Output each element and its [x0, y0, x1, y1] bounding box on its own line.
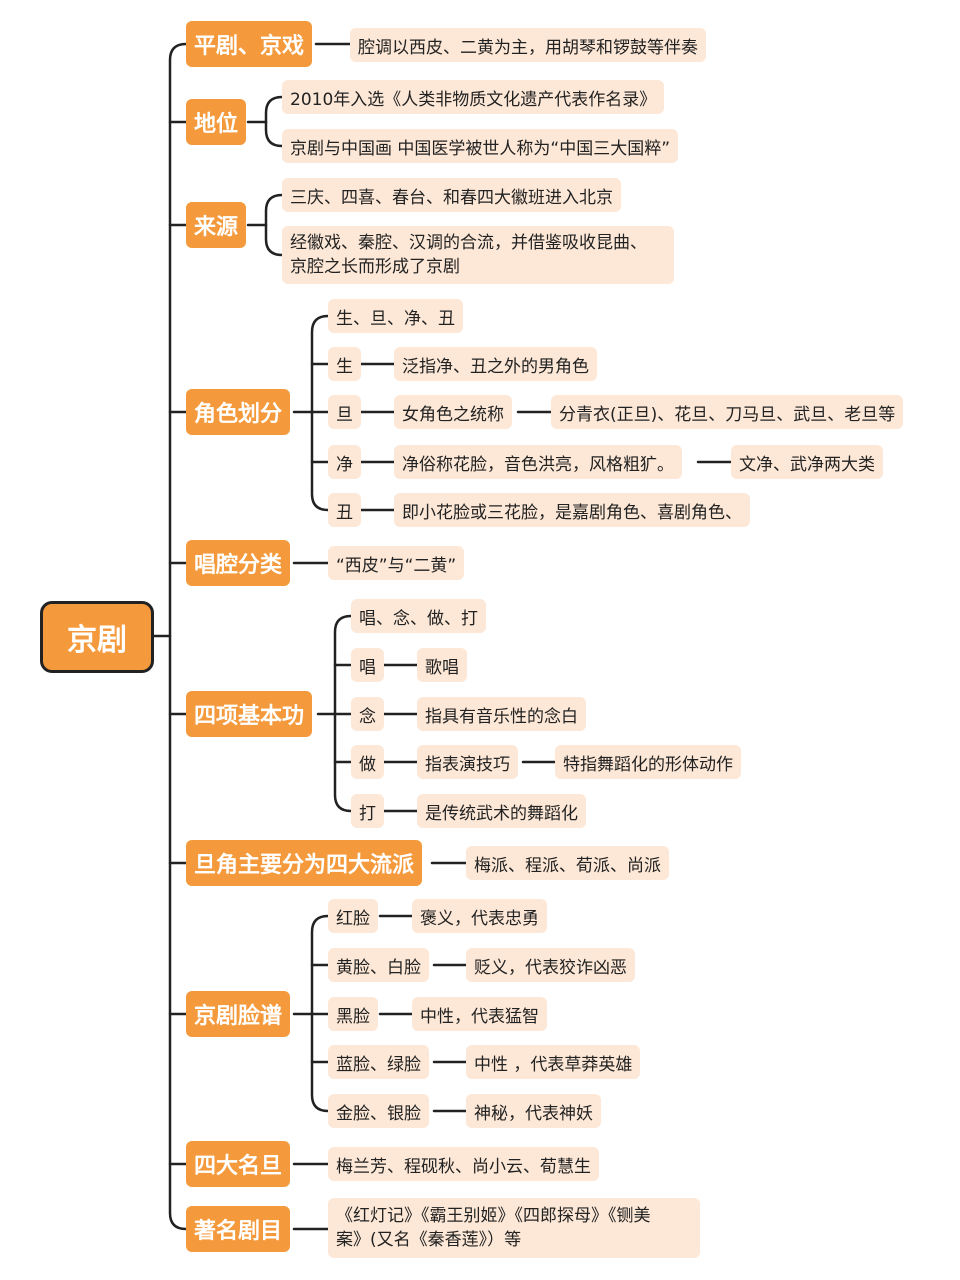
leaf-role-chou: 丑 [328, 493, 361, 527]
leaf-famous-plays: 《红灯记》《霸王别姬》《四郎探母》《铡美 案》(又名《秦香莲》）等 [328, 1198, 700, 1258]
leaf-face-red-desc: 褒义，代表忠勇 [412, 899, 547, 933]
leaf-skill-nian-desc: 指具有音乐性的念白 [417, 697, 586, 731]
leaf-origin-formation-line1: 经徽戏、秦腔、汉调的合流，并借鉴吸收昆曲、 [290, 233, 647, 253]
leaf-skills-all: 唱、念、做、打 [351, 599, 486, 633]
leaf-role-dan-desc: 女角色之统称 [394, 395, 512, 429]
leaf-face-blue-green-desc: 中性 ，代表草莽英雄 [466, 1045, 641, 1079]
leaf-role-jing-types: 文净、武净两大类 [731, 445, 883, 479]
category-four-dan: 四大名旦 [186, 1141, 291, 1187]
leaf-skill-zuo-desc: 指表演技巧 [417, 745, 518, 779]
leaf-skill-da-desc: 是传统武术的舞蹈化 [417, 794, 586, 828]
leaf-famous-plays-line2: 案》(又名《秦香莲》）等 [336, 1230, 522, 1250]
category-famous-plays: 著名剧目 [186, 1206, 291, 1252]
leaf-pingju-desc: 腔调以西皮、二黄为主，用胡琴和锣鼓等伴奏 [350, 28, 706, 62]
leaf-origin-troupes: 三庆、四喜、春台、和春四大徽班进入北京 [282, 178, 621, 212]
leaf-singing-styles: “西皮”与“二黄” [328, 546, 465, 580]
leaf-face-yellow-white: 黄脸、白脸 [328, 948, 429, 982]
leaf-roles-all: 生、旦、净、丑 [328, 299, 463, 333]
leaf-face-yellow-white-desc: 贬义，代表狡诈凶恶 [466, 948, 635, 982]
root-label: 京剧 [67, 623, 127, 658]
leaf-status-quintessence: 京剧与中国画 中国医学被世人称为“中国三大国粹” [282, 129, 679, 163]
leaf-four-dan: 梅兰芳、程砚秋、尚小云、荀慧生 [328, 1147, 599, 1181]
leaf-origin-formation: 经徽戏、秦腔、汉调的合流，并借鉴吸收昆曲、 京腔之长而形成了京剧 [282, 226, 674, 284]
leaf-skill-chang-desc: 歌唱 [417, 648, 467, 682]
leaf-face-gold-silver: 金脸、银脸 [328, 1094, 429, 1128]
leaf-role-dan-types: 分青衣(正旦)、花旦、刀马旦、武旦、老旦等 [551, 395, 904, 429]
leaf-role-dan: 旦 [328, 395, 361, 429]
leaf-skill-da: 打 [351, 794, 384, 828]
leaf-origin-formation-line2: 京腔之长而形成了京剧 [290, 257, 460, 277]
category-status: 地位 [186, 99, 247, 145]
category-roles: 角色划分 [186, 389, 291, 435]
leaf-role-chou-desc: 即小花脸或三花脸，是嘉剧角色、喜剧角色、 [394, 493, 750, 527]
leaf-role-sheng: 生 [328, 347, 361, 381]
leaf-role-jing-desc: 净俗称花脸，音色洪亮，风格粗犷。 [394, 445, 682, 479]
leaf-role-jing: 净 [328, 445, 361, 479]
leaf-face-gold-silver-desc: 神秘，代表神妖 [466, 1094, 601, 1128]
category-origin: 来源 [186, 202, 247, 248]
leaf-face-red: 红脸 [328, 899, 378, 933]
leaf-skill-zuo-detail: 特指舞蹈化的形体动作 [555, 745, 741, 779]
category-singing: 唱腔分类 [186, 540, 291, 586]
category-basic-skills: 四项基本功 [186, 691, 313, 737]
leaf-face-blue-green: 蓝脸、绿脸 [328, 1045, 429, 1079]
leaf-skill-zuo: 做 [351, 745, 384, 779]
leaf-face-black: 黑脸 [328, 997, 378, 1031]
category-dan-schools: 旦角主要分为四大流派 [186, 840, 423, 886]
leaf-famous-plays-line1: 《红灯记》《霸王别姬》《四郎探母》《铡美 [336, 1206, 651, 1226]
leaf-skill-chang: 唱 [351, 648, 384, 682]
category-pingju: 平剧、京戏 [186, 21, 313, 67]
leaf-face-black-desc: 中性，代表猛智 [412, 997, 547, 1031]
leaf-skill-nian: 念 [351, 697, 384, 731]
root-node: 京剧 [40, 601, 154, 673]
leaf-dan-schools: 梅派、程派、荀派、尚派 [466, 846, 669, 880]
category-face-masks: 京剧脸谱 [186, 991, 291, 1037]
leaf-role-sheng-desc: 泛指净、丑之外的男角色 [394, 347, 597, 381]
leaf-status-unesco: 2010年入选《人类非物质文化遗产代表作名录》 [282, 80, 665, 114]
